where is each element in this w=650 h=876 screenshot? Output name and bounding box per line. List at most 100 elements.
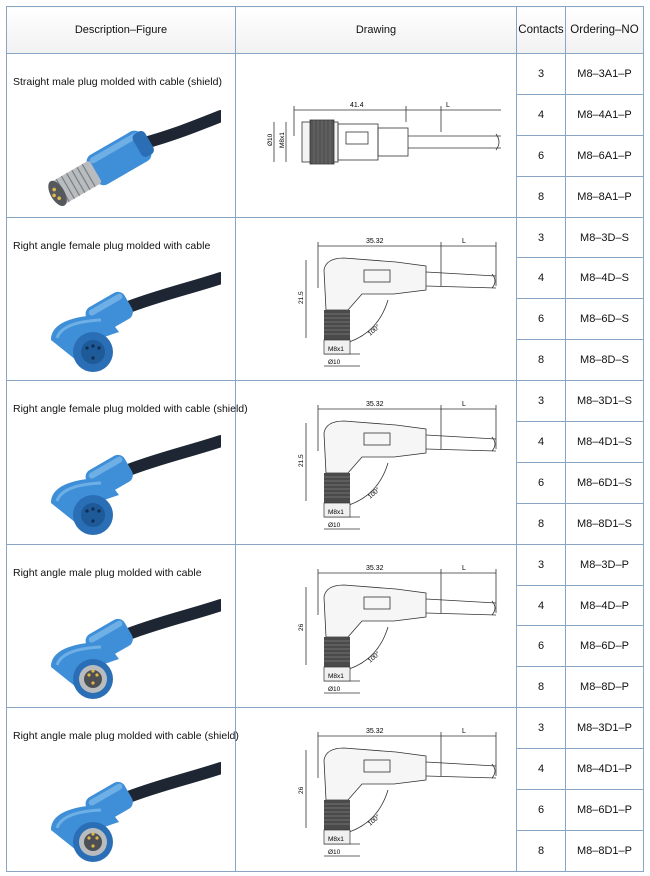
contacts-value: 4 bbox=[516, 93, 566, 136]
ordering-number: M8–8D–P bbox=[565, 666, 644, 709]
ordering-number: M8–6D–P bbox=[565, 625, 644, 668]
drawing-cell: 35.32 L 26 100° M8x1 Ø10 bbox=[235, 707, 517, 872]
contacts-value: 6 bbox=[516, 461, 566, 504]
ordering-number: M8–8D–S bbox=[565, 339, 644, 382]
contacts-value: 8 bbox=[516, 829, 566, 872]
contacts-value: 3 bbox=[516, 380, 566, 423]
product-spec-table: Description–Figure Drawing Contacts Orde… bbox=[6, 6, 644, 872]
drawing-cell: 35.32 L 21.5 100° M8x1 Ø10 bbox=[235, 380, 517, 545]
header-row: Description–Figure Drawing Contacts Orde… bbox=[6, 6, 644, 54]
dimension-diameter: Ø10 bbox=[328, 522, 341, 529]
dimension-diameter: Ø10 bbox=[267, 133, 274, 146]
dimension-height: 26 bbox=[298, 623, 305, 631]
drawing-cell: 35.32 L 21.5 100° M8x1 Ø10 bbox=[235, 216, 517, 382]
contacts-value: 6 bbox=[516, 625, 566, 668]
right-angle-male-connector-icon bbox=[51, 762, 221, 863]
contacts-value: 4 bbox=[516, 257, 566, 300]
dimension-angle: 100° bbox=[366, 813, 382, 828]
header-description: Description–Figure bbox=[6, 6, 236, 54]
dimension-thread: M8x1 bbox=[279, 132, 286, 148]
header-ordering: Ordering–NO bbox=[565, 6, 644, 54]
dimension-diameter: Ø10 bbox=[328, 849, 341, 856]
product-description-cell: Straight male plug molded with cable (sh… bbox=[6, 53, 236, 218]
right-angle-plug-drawing: 35.32 L 26 100° M8x1 Ø10 bbox=[298, 565, 497, 694]
dimension-height: 21.5 bbox=[298, 454, 305, 467]
ordering-number: M8–8D1–P bbox=[565, 829, 644, 872]
product-description-cell: Right angle female plug molded with cabl… bbox=[6, 216, 236, 382]
ordering-number: M8–3A1–P bbox=[565, 53, 644, 95]
ordering-number: M8–4D–P bbox=[565, 584, 644, 627]
dimension-diameter: Ø10 bbox=[328, 359, 341, 366]
order-row: Right angle male plug molded with cable … bbox=[6, 707, 644, 872]
drawing-cell: 41.4 L Ø10 M8x1 bbox=[235, 53, 517, 218]
contacts-value: 3 bbox=[516, 707, 566, 750]
contacts-value: 8 bbox=[516, 339, 566, 382]
straight-plug-drawing: 41.4 L Ø10 M8x1 bbox=[267, 102, 501, 165]
ordering-number: M8–4D1–S bbox=[565, 421, 644, 463]
right-angle-plug-drawing: 35.32 L 26 100° M8x1 Ø10 bbox=[298, 728, 497, 857]
contacts-value: 4 bbox=[516, 421, 566, 463]
product-description: Right angle male plug molded with cable … bbox=[13, 730, 239, 743]
ordering-number: M8–4D–S bbox=[565, 257, 644, 300]
header-contacts: Contacts bbox=[516, 6, 566, 54]
order-row: Straight male plug molded with cable (sh… bbox=[6, 53, 644, 218]
contacts-value: 4 bbox=[516, 584, 566, 627]
dimension-length: 35.32 bbox=[366, 565, 384, 572]
contacts-value: 6 bbox=[516, 298, 566, 341]
right-angle-male-connector-icon bbox=[51, 598, 221, 699]
contacts-value: 3 bbox=[516, 216, 566, 259]
ordering-number: M8–6D–S bbox=[565, 298, 644, 341]
dimension-thread: M8x1 bbox=[328, 509, 344, 516]
ordering-number: M8–4A1–P bbox=[565, 93, 644, 136]
dimension-length: 35.32 bbox=[366, 401, 384, 408]
contacts-value: 4 bbox=[516, 748, 566, 791]
product-description: Right angle female plug molded with cabl… bbox=[13, 239, 211, 252]
contacts-value: 6 bbox=[516, 134, 566, 177]
ordering-number: M8–8D1–S bbox=[565, 502, 644, 545]
ordering-number: M8–8A1–P bbox=[565, 175, 644, 218]
right-angle-female-connector-icon bbox=[51, 435, 221, 536]
dimension-height: 26 bbox=[298, 787, 305, 795]
order-row: Right angle female plug molded with cabl… bbox=[6, 380, 644, 545]
product-description-cell: Right angle male plug molded with cable … bbox=[6, 707, 239, 872]
dimension-length: 35.32 bbox=[366, 728, 384, 735]
contacts-value: 8 bbox=[516, 175, 566, 218]
contacts-value: 3 bbox=[516, 543, 566, 586]
ordering-number: M8–4D1–P bbox=[565, 748, 644, 791]
dimension-length: 35.32 bbox=[366, 238, 384, 245]
ordering-number: M8–6A1–P bbox=[565, 134, 644, 177]
dimension-diameter: Ø10 bbox=[328, 686, 341, 693]
dimension-cable-length: L bbox=[462, 728, 466, 735]
ordering-number: M8–3D–P bbox=[565, 543, 644, 586]
header-drawing: Drawing bbox=[235, 6, 517, 54]
product-rows: Straight male plug molded with cable (sh… bbox=[6, 53, 644, 872]
order-row: Right angle male plug molded with cable bbox=[6, 543, 644, 709]
contacts-value: 6 bbox=[516, 789, 566, 831]
product-description: Right angle female plug molded with cabl… bbox=[13, 403, 248, 416]
straight-male-connector-icon bbox=[48, 110, 221, 207]
product-description: Straight male plug molded with cable (sh… bbox=[13, 76, 222, 88]
dimension-thread: M8x1 bbox=[328, 673, 344, 680]
contacts-value: 8 bbox=[516, 666, 566, 709]
drawing-cell: 35.32 L 26 100° M8x1 Ø10 bbox=[235, 543, 517, 709]
product-description-cell: Right angle male plug molded with cable bbox=[6, 543, 236, 709]
ordering-number: M8–3D–S bbox=[565, 216, 644, 259]
ordering-number: M8–3D1–S bbox=[565, 380, 644, 423]
dimension-cable-length: L bbox=[446, 102, 450, 109]
dimension-thread: M8x1 bbox=[328, 836, 344, 843]
dimension-height: 21.5 bbox=[298, 291, 305, 304]
dimension-cable-length: L bbox=[462, 565, 466, 572]
dimension-cable-length: L bbox=[462, 238, 466, 245]
right-angle-plug-drawing: 35.32 L 21.5 100° M8x1 Ø10 bbox=[298, 238, 497, 366]
dimension-thread: M8x1 bbox=[328, 346, 344, 353]
